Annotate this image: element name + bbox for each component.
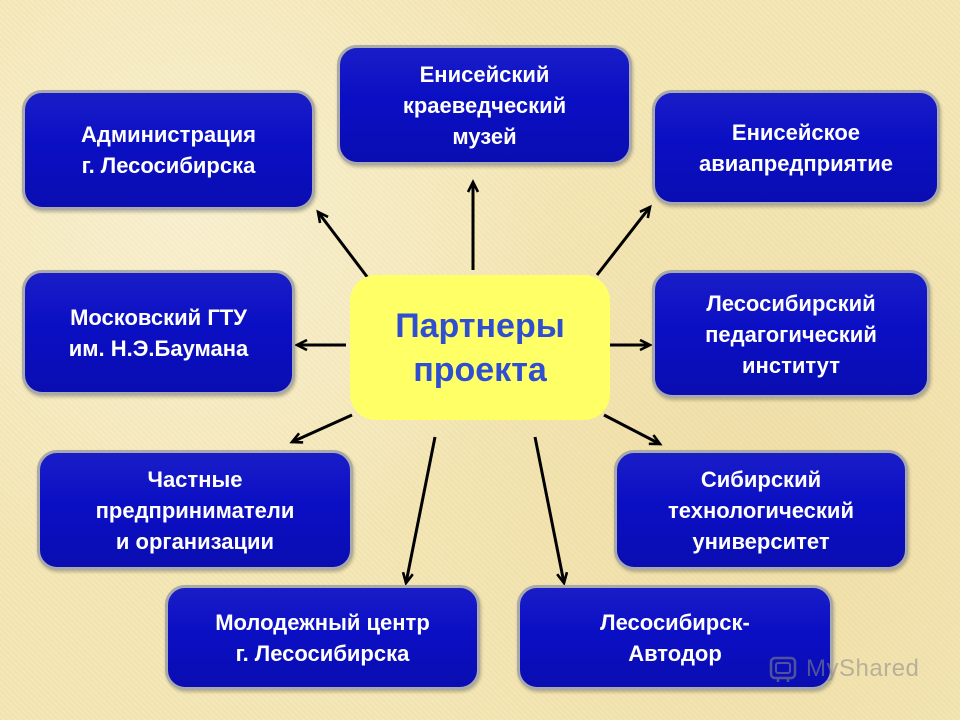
partner-label: Московский ГТУ им. Н.Э.Баумана [68, 304, 249, 361]
partner-label: Частные предприниматели и организации [95, 466, 295, 554]
partner-label: Молодежный центр г. Лесосибирска [215, 609, 430, 666]
partner-box-youth-center: Молодежный центр г. Лесосибирска [165, 585, 480, 690]
partner-box-administration: Администрация г. Лесосибирска [22, 90, 315, 210]
watermark: MyShared [768, 652, 919, 686]
partner-box-museum: Енисейский краеведческий музей [337, 45, 632, 165]
center-node: Партнеры проекта [350, 275, 610, 420]
partner-label: Енисейское авиапредприятие [698, 119, 894, 176]
partner-box-pedagogical-institute: Лесосибирский педагогический институт [652, 270, 930, 398]
myshared-logo-icon [769, 656, 797, 682]
watermark-text: MyShared [806, 655, 920, 682]
partner-box-bauman: Московский ГТУ им. Н.Э.Баумана [22, 270, 295, 395]
partner-label: Администрация г. Лесосибирска [80, 122, 257, 178]
partner-label: Лесосибирский педагогический институт [705, 290, 877, 378]
arrow-to-youth [406, 436, 437, 583]
arrow-to-avia [595, 207, 650, 276]
partner-label: Сибирский технологический университет [668, 466, 854, 554]
arrow-to-admin [318, 212, 370, 279]
arrow-to-sibtech [603, 413, 660, 444]
arrow-to-private [292, 413, 353, 442]
arrow-to-avtodor [533, 436, 564, 583]
partner-label: Лесосибирск- Автодор [600, 609, 750, 666]
partner-box-siberian-tech-university: Сибирский технологический университет [614, 450, 908, 570]
partner-box-aviation: Енисейское авиапредприятие [652, 90, 940, 205]
partner-label: Енисейский краеведческий музей [402, 61, 567, 149]
partner-box-private-entrepreneurs: Частные предприниматели и организации [37, 450, 353, 570]
center-title: Партнеры проекта [395, 306, 565, 389]
